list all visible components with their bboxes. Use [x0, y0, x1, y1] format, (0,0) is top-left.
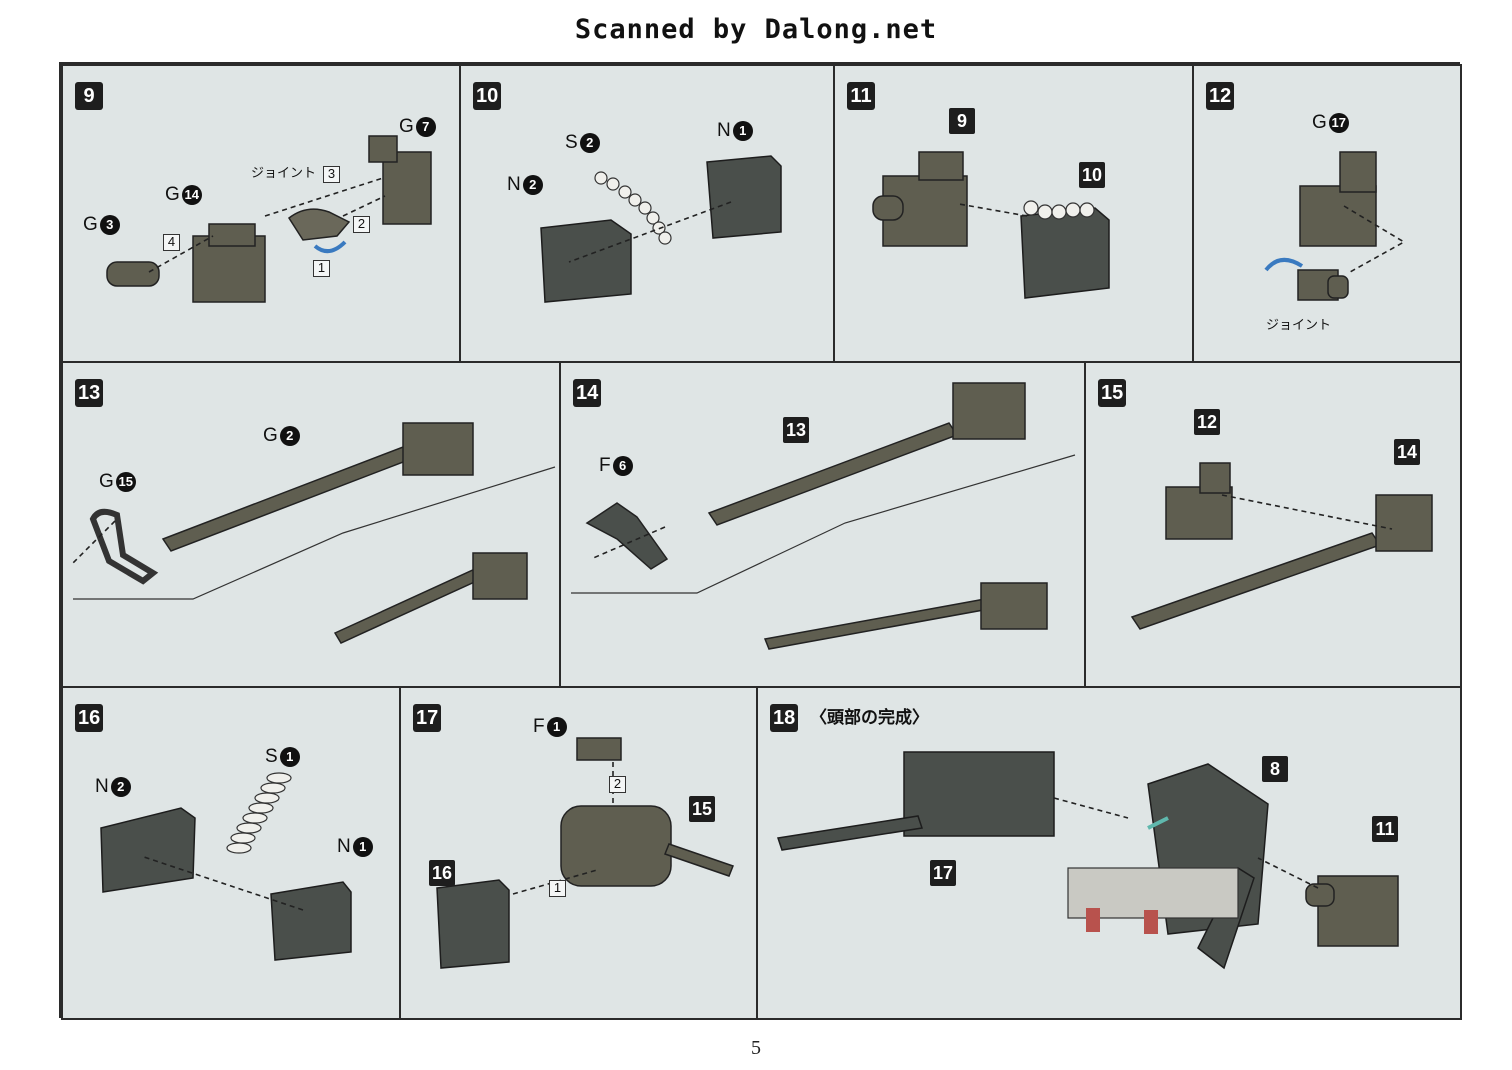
step-number: 14	[573, 379, 602, 407]
step-14-illustration	[571, 382, 1076, 650]
step-number: 12	[1206, 82, 1235, 110]
step-10-illustration	[540, 155, 782, 303]
step-number: 9	[75, 82, 103, 110]
step-number: 10	[473, 82, 502, 110]
page-number: 5	[751, 1037, 761, 1059]
step-number: 17	[413, 704, 442, 732]
ref-step-15: 15	[689, 796, 716, 822]
step-15-panel: 15 12 14	[1084, 361, 1462, 688]
step-18-illustration	[777, 751, 1399, 970]
order-2: 2	[353, 216, 370, 233]
step-number: 15	[1098, 379, 1127, 407]
ref-step-17: 17	[930, 860, 957, 886]
step-number: 11	[847, 82, 875, 110]
ref-step-16: 16	[429, 860, 456, 886]
ref-step-12: 12	[1194, 409, 1221, 435]
ref-step-10: 10	[1079, 162, 1106, 188]
step-16-illustration	[100, 772, 352, 961]
order-1: 1	[549, 880, 566, 897]
step-13-illustration	[72, 422, 556, 644]
ref-step-9: 9	[949, 108, 975, 134]
step-title: 〈頭部の完成〉	[810, 708, 929, 728]
order-1: 1	[313, 260, 330, 277]
step-18-panel: 18 〈頭部の完成〉 17	[756, 686, 1462, 1020]
step-number: 16	[75, 704, 104, 732]
ref-step-11: 11	[1372, 816, 1398, 842]
ref-step-8: 8	[1262, 756, 1288, 782]
step-11-panel: 11 9 10	[833, 64, 1194, 363]
step-17-illustration	[436, 737, 734, 969]
joint-label: ジョイント	[1266, 318, 1332, 333]
step-15-illustration	[1130, 462, 1433, 630]
order-4: 4	[163, 234, 180, 251]
order-2: 2	[609, 776, 626, 793]
step-number: 18	[770, 704, 799, 732]
step-9-illustration	[106, 135, 432, 303]
scan-credit: Scanned by Dalong.net	[574, 14, 938, 45]
step-number: 13	[75, 379, 104, 407]
order-3: 3	[323, 166, 340, 183]
ref-step-14: 14	[1394, 439, 1421, 465]
ref-step-13: 13	[783, 417, 810, 443]
step-11-illustration	[872, 151, 1110, 299]
step-12-illustration	[1264, 151, 1406, 301]
joint-label: ジョイント	[251, 166, 317, 181]
